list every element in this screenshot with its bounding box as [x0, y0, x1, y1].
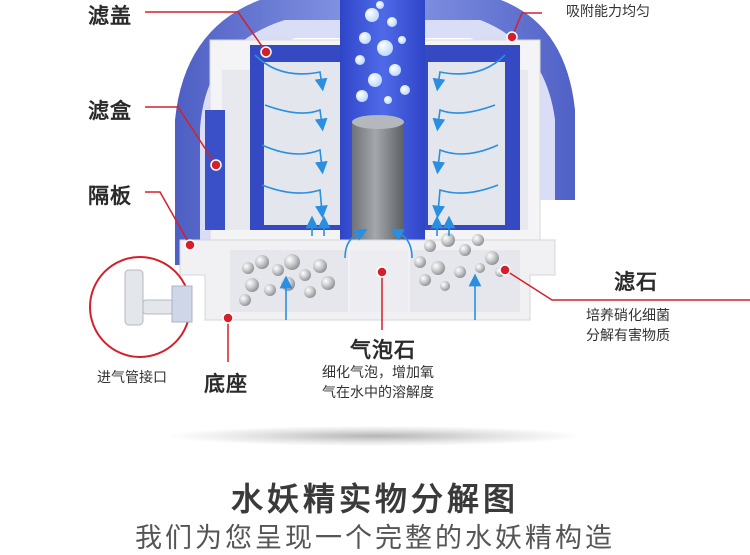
label-base: 底座 — [204, 372, 248, 396]
base-container — [179, 239, 556, 321]
diagram-stage: 滤盖 滤盒 隔板 底座 滤石 气泡石 进气管接口 吸附能力均匀 培养硝化细菌 分… — [88, 0, 750, 554]
label-filter-stone: 滤石 — [614, 270, 658, 294]
label-filter-cover: 滤盖 — [88, 4, 132, 28]
desc-airstone-1: 细化气泡，增加氧 — [322, 365, 434, 381]
divider-shadow — [170, 426, 580, 446]
pointer-dots — [184, 31, 518, 324]
desc-filter-stone-2: 分解有害物质 — [586, 328, 670, 344]
air-bubbles — [355, 1, 410, 104]
label-adsorption: 吸附能力均匀 — [566, 4, 650, 20]
pointer-lines — [145, 11, 750, 362]
label-partition: 隔板 — [88, 184, 132, 208]
filter-cutaway-diagram — [89, 0, 750, 362]
air-inlet-inset — [89, 256, 193, 358]
label-filter-box: 滤盒 — [88, 99, 132, 123]
label-airstone: 气泡石 — [350, 338, 416, 362]
label-air-inlet: 进气管接口 — [97, 370, 167, 386]
filter-cover-dome — [175, 0, 575, 265]
filter-stone-balls — [239, 233, 505, 306]
page-title: 水妖精实物分解图 — [230, 480, 519, 518]
water-flow-arrows — [254, 54, 506, 320]
page-subtitle: 我们为您呈现一个完整的水妖精构造 — [135, 523, 615, 554]
desc-airstone-2: 气在水中的溶解度 — [322, 385, 434, 401]
desc-filter-stone-1: 培养硝化细菌 — [586, 308, 670, 324]
